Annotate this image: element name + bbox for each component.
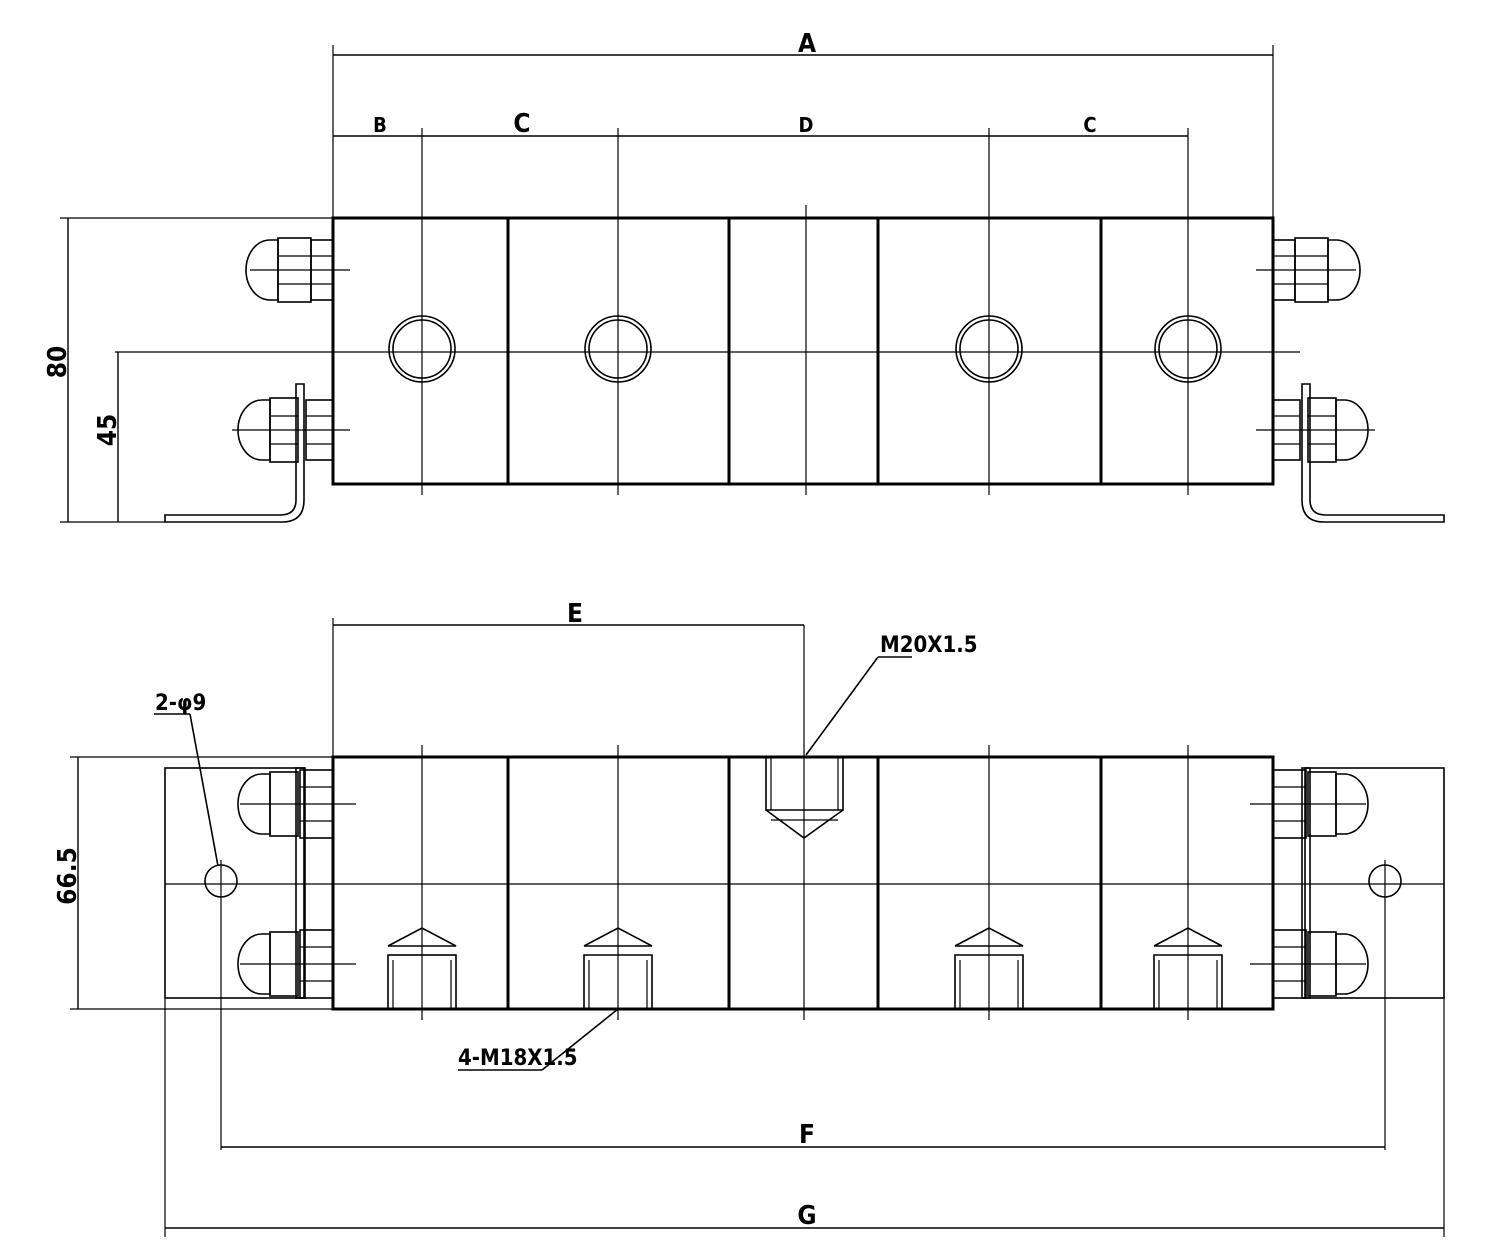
dim-c1-label: C xyxy=(513,109,530,139)
top-right-cap-upper xyxy=(1256,237,1361,303)
dim-80-label: 80 xyxy=(43,346,73,379)
dim-45-label: 45 xyxy=(93,414,123,447)
top-left-bracket xyxy=(164,383,305,523)
m18-tapped-holes xyxy=(387,927,1223,1009)
dim-66-5-label: 66.5 xyxy=(53,847,83,905)
dim-66-5: 66.5 xyxy=(53,756,333,1010)
m18-hole-3 xyxy=(954,927,1024,1009)
m20-tapped-hole xyxy=(765,757,844,839)
top-ports xyxy=(388,315,1222,383)
m18-hole-2 xyxy=(583,927,653,1009)
callout-holes-label: 2-φ9 xyxy=(155,691,206,716)
bottom-plates xyxy=(164,767,1445,1150)
dim-a-label: A xyxy=(798,29,816,59)
callout-m20-label: M20X1.5 xyxy=(880,633,978,658)
top-view: A B C D C xyxy=(43,29,1445,523)
top-left-cap-upper xyxy=(245,237,350,303)
bottom-centerlines xyxy=(165,625,1444,1020)
m18-hole-1 xyxy=(387,927,457,1009)
dim-d-label: D xyxy=(799,113,814,137)
top-right-bracket xyxy=(1301,383,1445,523)
dim-e-label: E xyxy=(567,599,583,629)
m18-hole-4 xyxy=(1153,927,1223,1009)
dim-g-label: G xyxy=(797,1201,816,1231)
dim-a: A xyxy=(332,29,1274,218)
top-body xyxy=(331,216,1275,486)
callout-m18: 4-M18X1.5 xyxy=(458,1008,619,1071)
dim-f-label: F xyxy=(799,1120,815,1150)
top-centerlines xyxy=(115,128,1300,495)
dim-heights-top: 80 45 xyxy=(43,217,333,523)
bottom-left-caps xyxy=(237,767,356,999)
callout-m20: M20X1.5 xyxy=(805,633,978,756)
dim-g: G xyxy=(164,998,1445,1237)
bottom-right-caps xyxy=(1250,767,1369,999)
top-right-cap-lower xyxy=(1256,397,1375,463)
callout-holes: 2-φ9 xyxy=(154,691,219,867)
top-left-cap-lower xyxy=(232,397,350,463)
dim-e: E xyxy=(332,599,804,757)
dim-chain: B C D C xyxy=(333,109,1188,139)
dim-f: F xyxy=(221,1120,1385,1150)
dim-c2-label: C xyxy=(1083,113,1096,137)
bottom-body xyxy=(331,755,1275,1011)
dim-b-label: B xyxy=(373,113,387,137)
bottom-view: E M20X1.5 xyxy=(53,599,1445,1237)
callout-m18-label: 4-M18X1.5 xyxy=(458,1046,578,1071)
